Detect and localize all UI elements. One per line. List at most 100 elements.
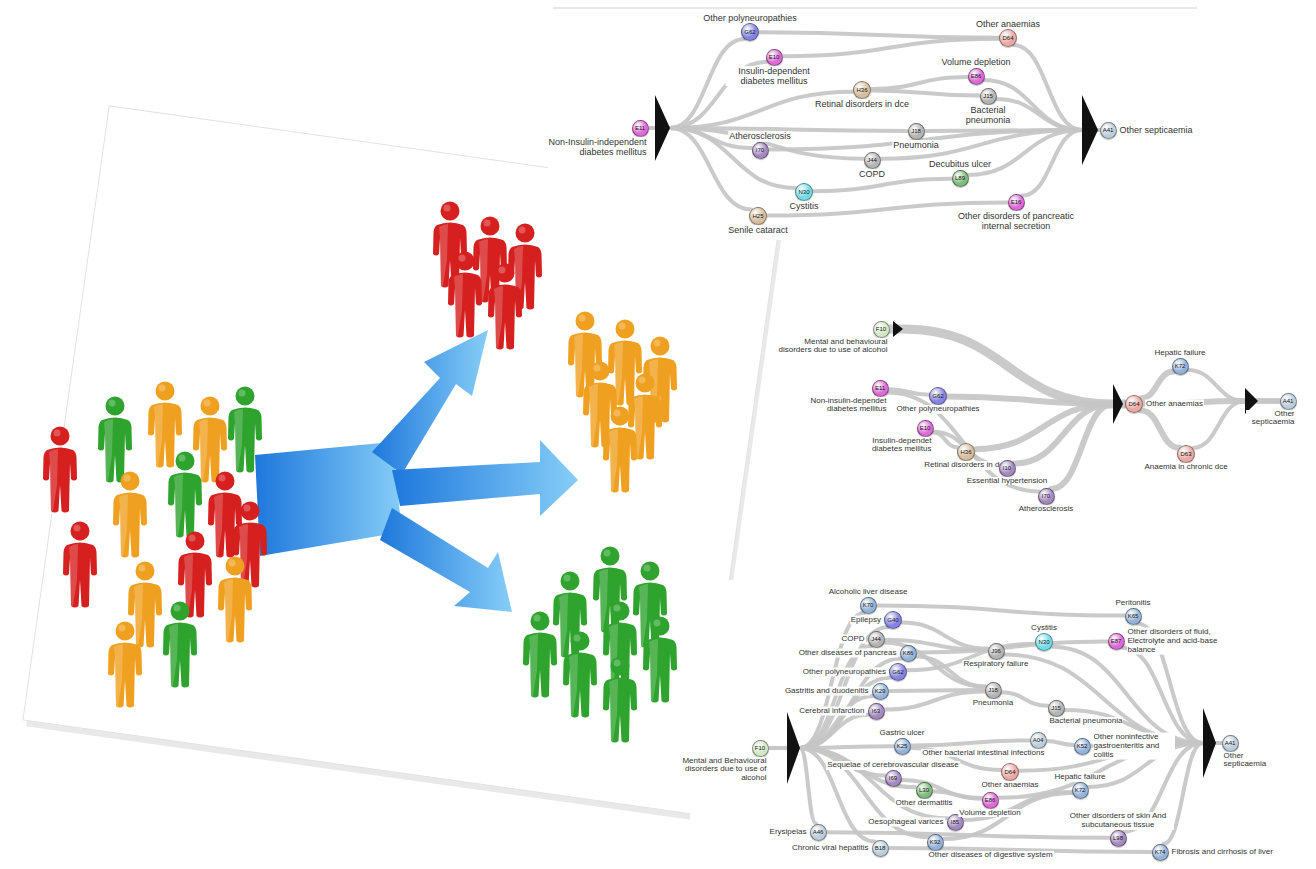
label-patch: Other polyneuropathies (702, 13, 798, 23)
label-patch: Gastritis and duodenitis (784, 687, 870, 696)
node-label: Bacterial pneumonia (958, 105, 1018, 125)
code-circle: J44COPD (864, 152, 881, 169)
label-patch: COPD (858, 169, 886, 179)
node-label: Mental and Behavioural disorders due to … (682, 757, 767, 784)
label-patch: Epilepsy (850, 616, 882, 625)
code-text: I69 (889, 775, 897, 781)
flow-band (1141, 371, 1174, 398)
label-patch: Essential hypertension (966, 477, 1049, 486)
flow-band (1046, 741, 1073, 745)
label-patch: Senile cataract (727, 225, 789, 235)
code-circle: B18Chronic viral hepatitis (872, 840, 889, 857)
label-patch: Other septicaemia (1223, 752, 1275, 770)
person-figure (448, 252, 482, 338)
flow-band (1141, 410, 1180, 448)
code-text: I63 (872, 708, 880, 714)
node-label: Cerebral infarction (799, 707, 864, 716)
code-text: J96 (991, 648, 1001, 654)
node-label: Atherosclerosis (729, 131, 791, 141)
code-circle: N30Cystitis (1035, 633, 1053, 651)
person-figure (193, 397, 227, 483)
code-circle: K92Other diseases of digestive system (927, 834, 944, 851)
code-circle: K29Gastritis and duodenitis (872, 683, 889, 700)
code-circle: I70Atherosclerosis (1038, 488, 1055, 505)
node-label: Non-insulin-dependet diabetes mellitus (792, 397, 887, 415)
code-text: K72 (1075, 787, 1086, 793)
code-circle: L89Decubitus ulcer (952, 170, 969, 187)
code-circle: H36Retinal disorders in dce (853, 81, 871, 99)
person-figure (603, 407, 637, 493)
code-text: E11 (875, 385, 885, 391)
node-label: Other dermatitis (896, 799, 953, 808)
code-circle: E11Non-insulin-dependet diabetes mellitu… (872, 380, 889, 397)
node-label: Fibrosis and cirrhosis of liver (1172, 848, 1273, 857)
node-label: Senile cataract (728, 225, 788, 235)
code-text: G62 (744, 29, 755, 35)
code-text: N30 (798, 189, 809, 195)
code-circle: D64Other anaemias (999, 29, 1017, 47)
code-circle: A41Other septicaemia (1100, 122, 1117, 139)
code-circle: K72Hepatic failure (1072, 782, 1089, 799)
label-patch: Sequelae of cerebrovascular disease (826, 761, 960, 770)
node-label: Other diseases of digestive system (929, 851, 1053, 860)
node-label: Cystitis (790, 201, 819, 211)
node-label: Other bacterial intestinal infections (922, 749, 1044, 758)
code-text: L89 (955, 175, 965, 181)
code-circle: K70Alcoholic liver disease (860, 597, 877, 614)
code-text: G62 (932, 393, 943, 399)
code-text: E11 (635, 125, 645, 131)
flow-band (769, 696, 874, 748)
code-text: A41 (1283, 398, 1294, 404)
flow-band (871, 90, 980, 95)
flow-band (1188, 370, 1280, 401)
label-patch: Insulin-dependent diabetes mellitus (726, 66, 823, 86)
diagram-panel (548, 0, 1210, 240)
code-circle: I70Atherosclerosis (752, 142, 769, 159)
flow-band (1052, 647, 1222, 743)
label-patch: Mental and Behavioural disorders due to … (681, 757, 768, 784)
node-label: Respiratory failure (964, 660, 1029, 669)
node-label: Other noninfective gastroenteritis and c… (1094, 733, 1174, 760)
label-patch: Other septicaemia (1119, 125, 1194, 135)
node-label: Other polyneuropathies (703, 13, 797, 23)
hub-triangle (655, 95, 670, 161)
flow-band (769, 715, 869, 748)
code-text: K72 (1175, 363, 1186, 369)
code-circle: E11Non-Insulin-independent diabetes mell… (632, 120, 649, 137)
flow-band (759, 32, 999, 38)
node-label: Other septicaemia (1120, 125, 1193, 135)
node-label: Pneumonia (973, 699, 1013, 708)
flow-band (827, 832, 1110, 838)
code-circle: E86Volume depletion (968, 68, 985, 85)
code-circle: K72Hepatic failure (1172, 358, 1189, 375)
code-circle: G62Other polyneuropathies (741, 23, 759, 41)
flow-band (783, 39, 1000, 57)
arrow-branch (380, 508, 512, 612)
person-figure (98, 397, 132, 483)
code-text: D63 (1180, 451, 1191, 457)
node-label: Other disorders of pancreatic internal s… (946, 211, 1086, 231)
label-patch: Other diseases of digestive system (928, 851, 1054, 860)
code-circle: H36Retinal disorders in dce (957, 443, 975, 461)
code-text: J15 (1051, 705, 1061, 711)
code-text: F10 (755, 745, 765, 751)
node-label: Hepatic failure (1154, 349, 1205, 358)
code-circle: J15Bacterial pneumonia (1048, 700, 1065, 717)
label-patch: Other disorders of fluid, Electrolyte an… (1127, 628, 1224, 655)
person-figure (643, 617, 677, 703)
code-circle: F10Mental and behavioural disorders due … (873, 321, 890, 338)
node-label: Gastric ulcer (880, 729, 925, 738)
code-text: K52 (1077, 743, 1088, 749)
code-text: L98 (1113, 835, 1123, 841)
code-circle: E10Insulin-dependet diabetes mellitus (917, 420, 934, 437)
arrow-branch (372, 330, 488, 474)
code-text: A04 (1033, 737, 1044, 743)
hub-triangle (893, 321, 903, 337)
person-figure (148, 382, 182, 468)
node-label: Insulin-dependet diabetes mellitus (842, 437, 932, 455)
node-label: Other polyneuropathies (803, 668, 886, 677)
code-circle: I10Essential hypertension (999, 460, 1016, 477)
code-circle: F10Mental and Behavioural disorders due … (752, 740, 769, 757)
flow-band (769, 678, 891, 749)
